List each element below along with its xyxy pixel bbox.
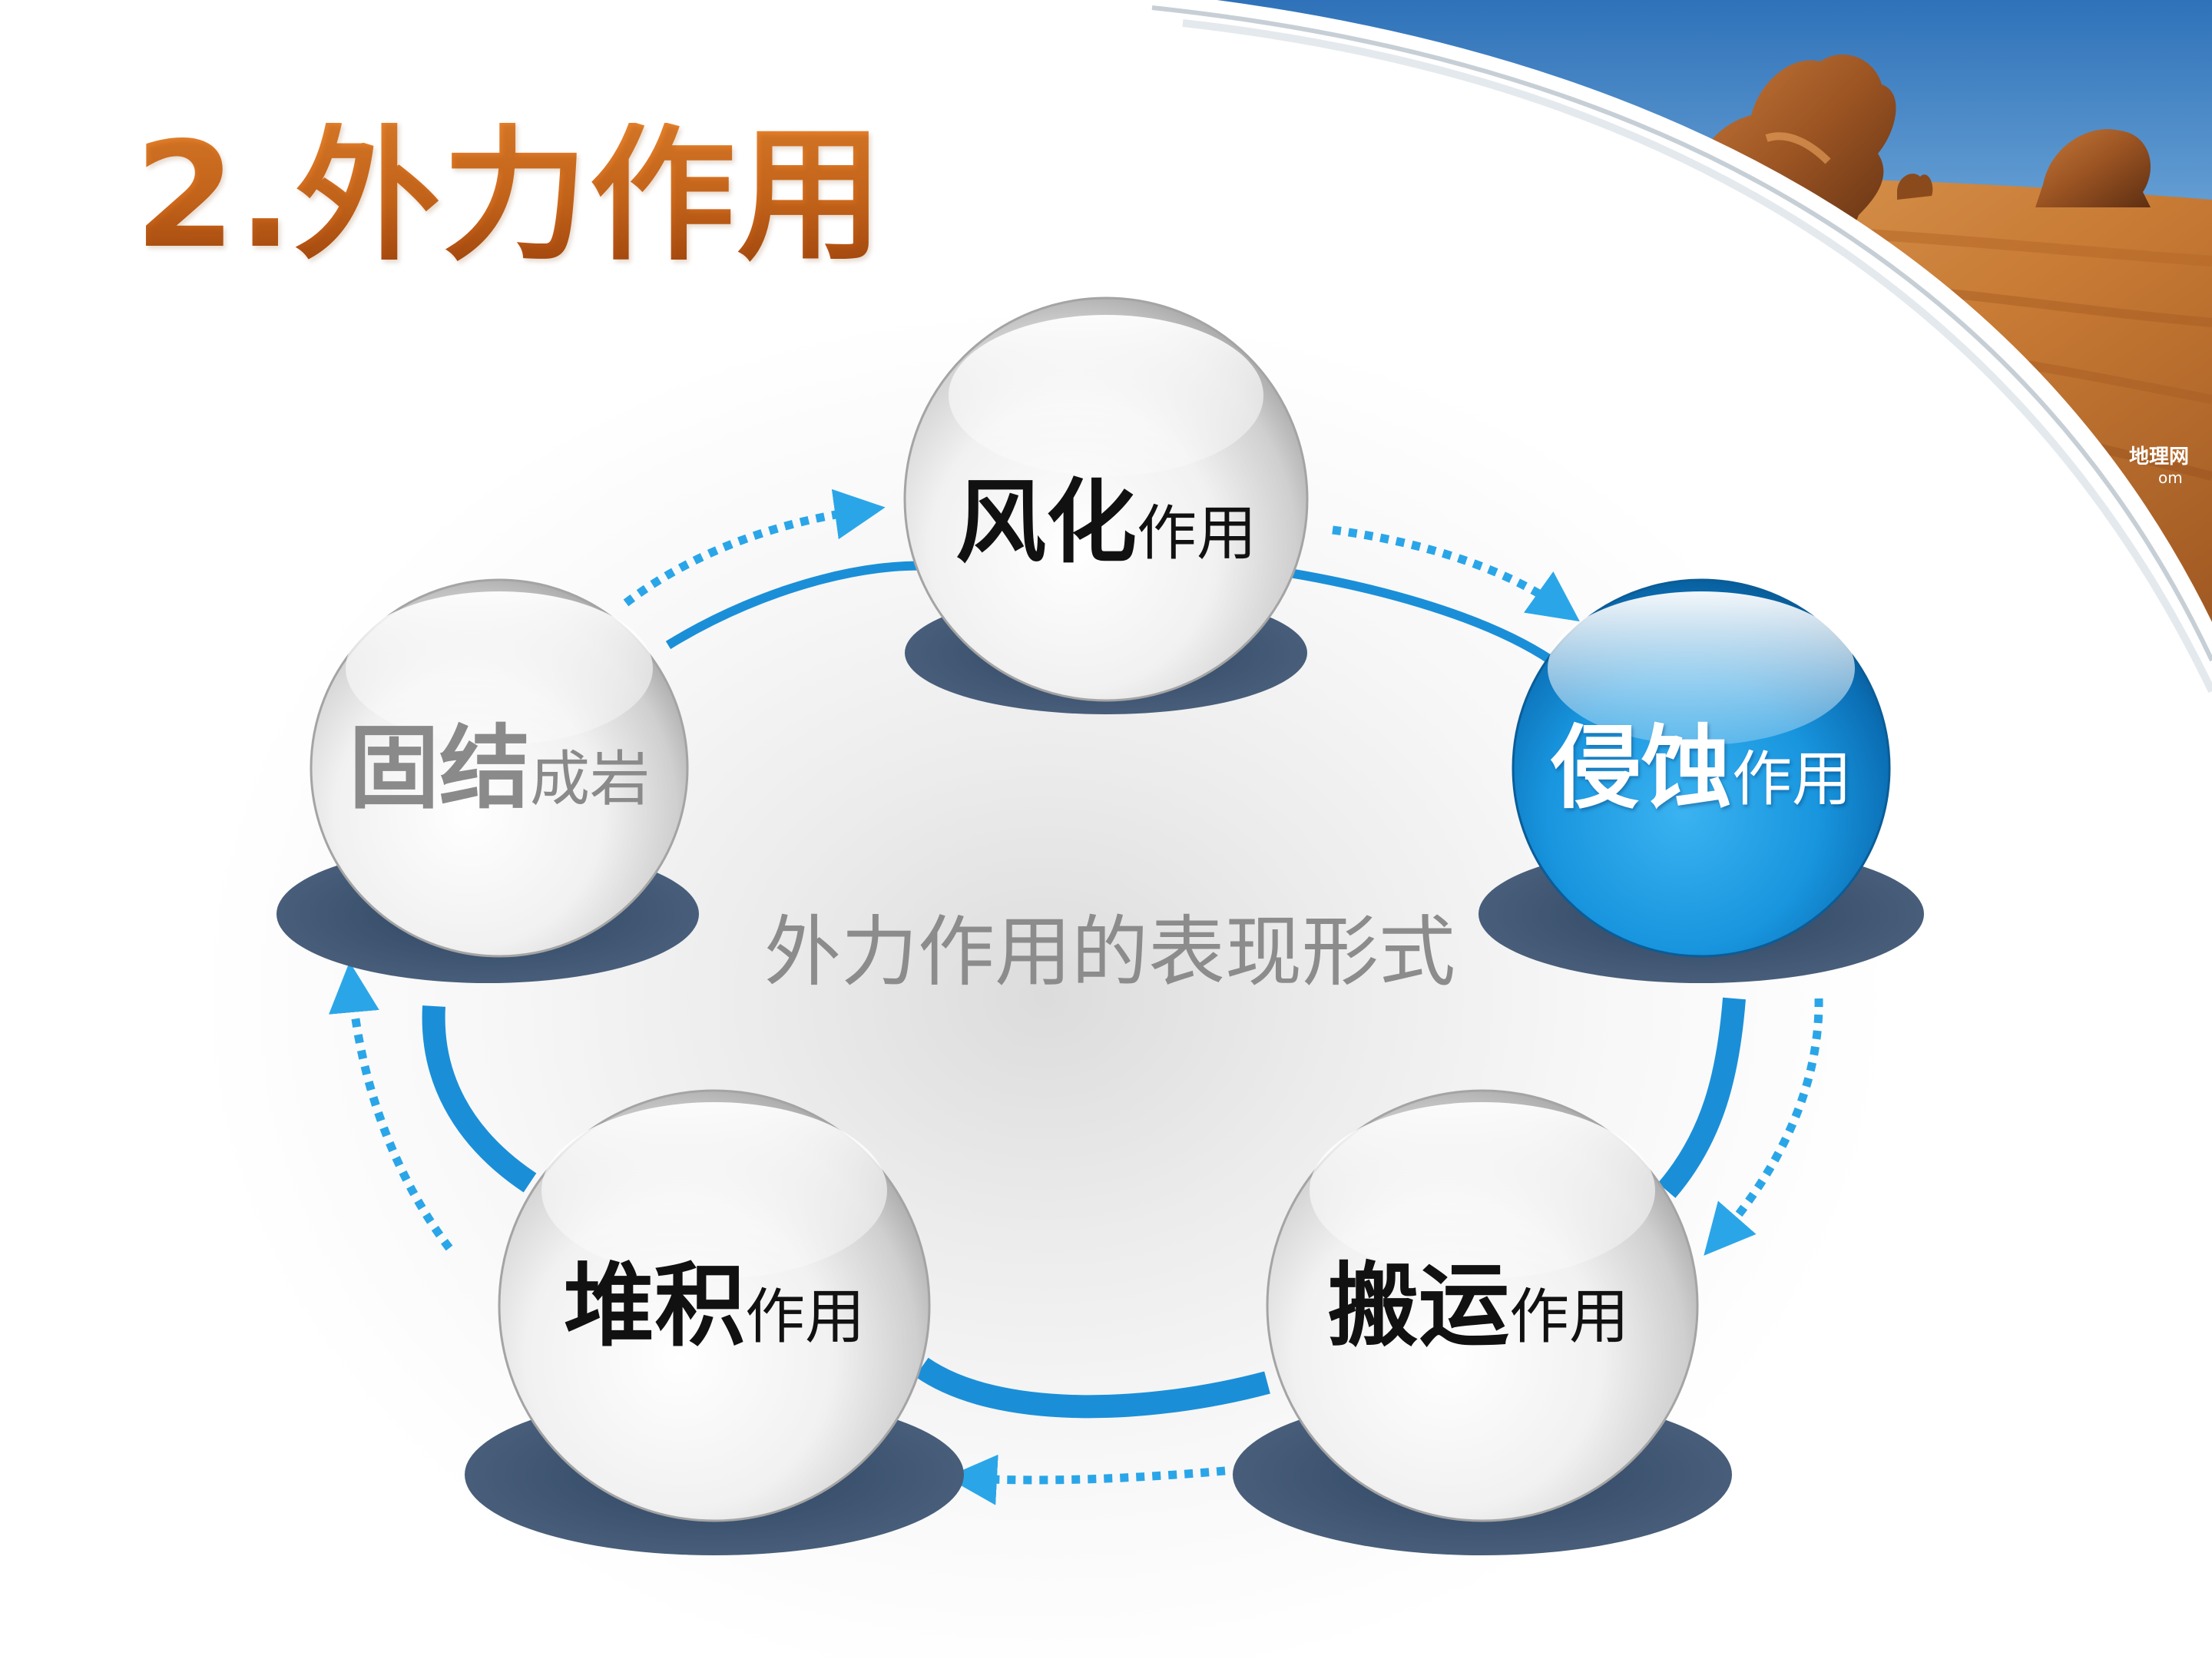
label-lithification: 固结成岩 [349,723,650,813]
node-deposition [465,1089,964,1555]
sphere-highlight [949,315,1263,476]
arrow-transport-to-deposition [946,1454,1226,1505]
arrow-erosion-to-transport [1704,998,1823,1256]
arrow-deposition-to-lithification [329,962,453,1251]
label-main: 风化 [955,469,1137,575]
node-erosion [1479,578,1924,983]
label-erosion: 侵蚀作用 [1551,723,1852,813]
center-label: 外力作用的表现形式 [764,907,1455,997]
node-lithification [276,578,699,983]
label-sub: 成岩 [530,745,651,814]
label-sub: 作用 [1137,499,1257,568]
label-main: 堆积 [563,1253,745,1359]
photo-swoosh-edge [1128,0,2212,650]
arrow-weathering-to-erosion [1332,525,1580,622]
sphere-highlight [1310,1102,1655,1279]
label-sub: 作用 [1509,1283,1630,1352]
slide-title: 2.外力作用 [134,111,885,280]
sphere-highlight [541,1102,887,1279]
cycle-arrows [329,488,1823,1505]
label-main: 固结 [348,715,530,821]
label-weathering: 风化作用 [955,477,1257,568]
label-main: 侵蚀 [1550,715,1732,821]
sphere-highlight [1548,591,1855,745]
label-sub: 作用 [745,1283,866,1352]
label-transport: 搬运作用 [1328,1260,1629,1351]
node-weathering [903,296,1309,714]
label-main: 搬运 [1327,1253,1509,1359]
node-transport [1233,1089,1732,1555]
watermark-text: 地理网 [2129,445,2190,469]
arrow-lithification-to-weathering [623,488,886,607]
sphere-highlight [346,591,653,745]
watermark-subtext: om [2158,469,2183,487]
label-sub: 作用 [1732,745,1853,814]
label-deposition: 堆积作用 [564,1260,865,1351]
